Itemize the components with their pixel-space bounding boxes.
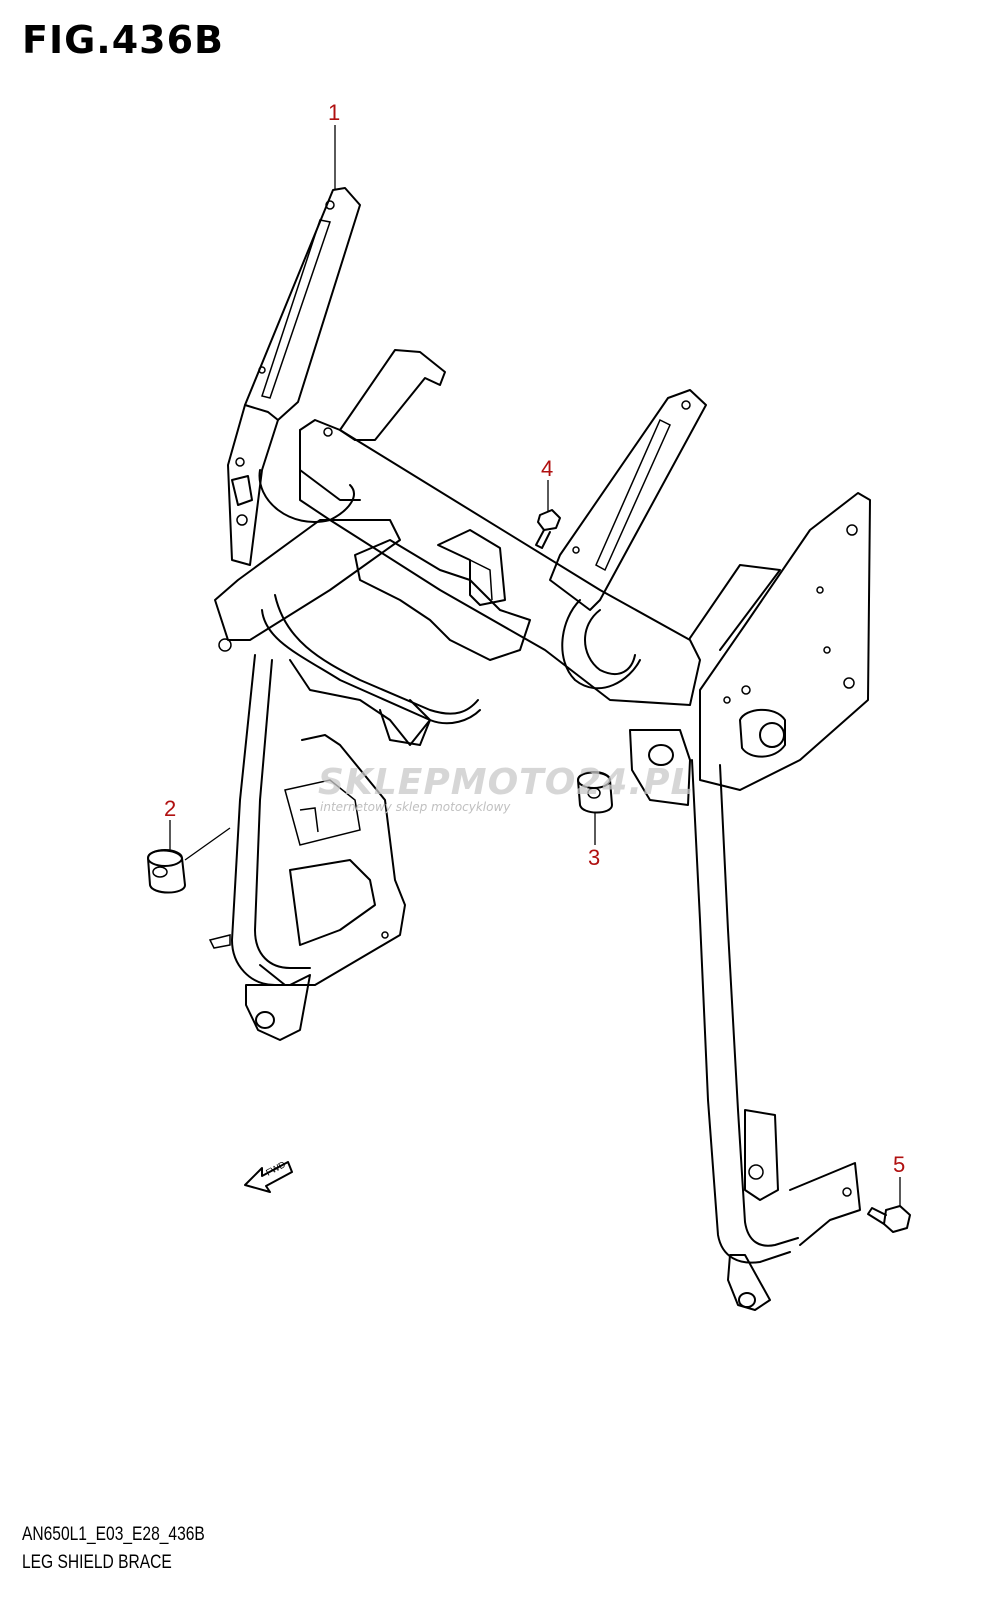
figure-code: AN650L1_E03_E28_436B: [22, 1524, 205, 1545]
callout-1: 1: [328, 100, 341, 125]
part-4-bolt: [535, 509, 561, 549]
watermark-tagline: internetowy sklep motocyklowy: [320, 800, 511, 814]
right-slotted-arm: [549, 389, 707, 690]
right-vertical-leg: [691, 759, 861, 1311]
part-5-bolt: [867, 1205, 911, 1233]
part-2-grommet: [147, 849, 186, 894]
watermark-logo: SKLEPMOTO24.PL: [318, 762, 695, 803]
figure-title: FIG.436B: [22, 18, 225, 62]
figure-name: LEG SHIELD BRACE: [22, 1552, 172, 1573]
part-1-bracket-arm: [227, 187, 361, 566]
part-3-grommet: [577, 771, 613, 814]
left-vertical-leg: [208, 654, 406, 1041]
callout-5: 5: [893, 1152, 906, 1177]
right-mounting-plate: [629, 492, 871, 806]
callout-3: 3: [588, 845, 601, 870]
callout-4: 4: [541, 456, 554, 481]
callout-2: 2: [164, 796, 177, 821]
fwd-arrow-icon: FWD: [244, 1159, 293, 1193]
center-clip-bracket: [289, 529, 531, 746]
leader-lines: [169, 125, 901, 1206]
cross-frame: [214, 349, 701, 725]
